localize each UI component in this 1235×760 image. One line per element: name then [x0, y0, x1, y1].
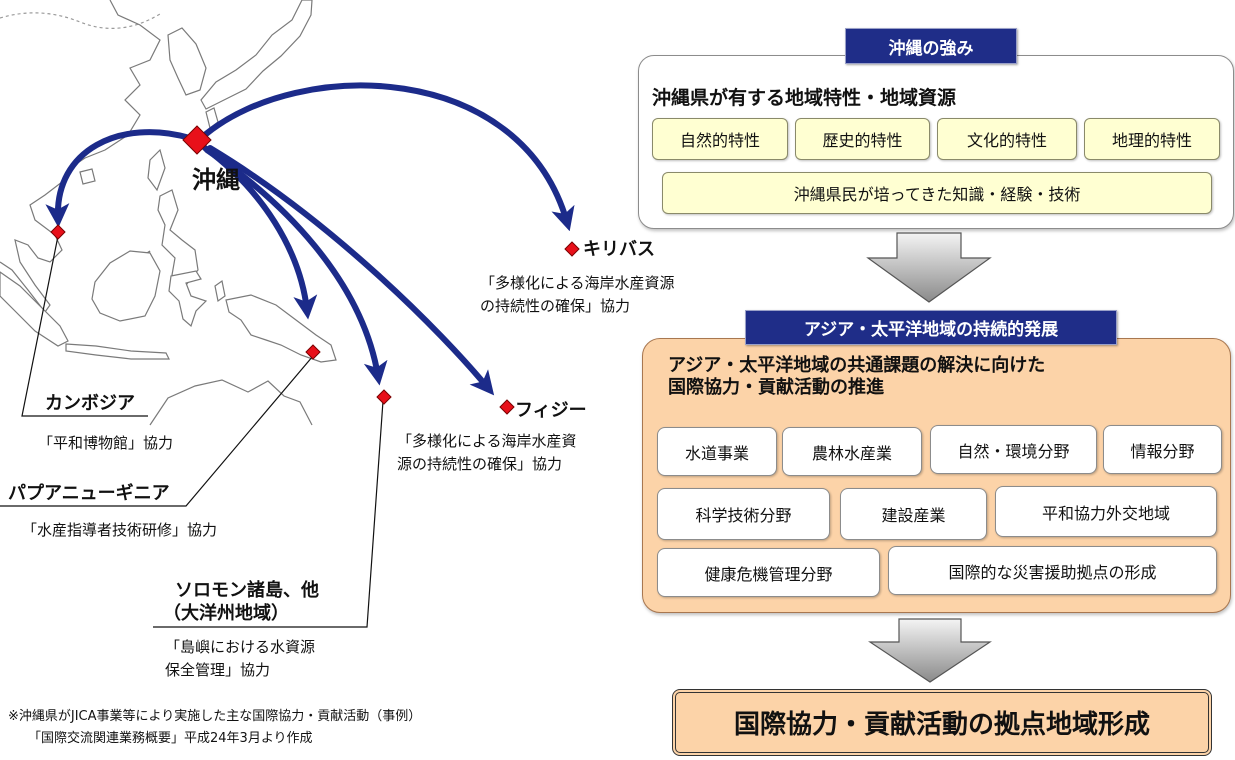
field-box: 農林水産業 [782, 427, 922, 476]
australia-coast [149, 379, 313, 426]
png-marker [305, 344, 321, 360]
coastlines [0, 0, 337, 426]
kiribati-name: キリバス [583, 239, 655, 260]
field-box: 建設産業 [840, 488, 987, 540]
kiribati-description: 「多様化による海岸水産資源 の持続性の確保」協力 [480, 272, 675, 318]
strength-item: 地理的特性 [1084, 118, 1220, 160]
border-dashed-line [0, 12, 161, 29]
arrow-to-solomon [204, 147, 388, 386]
korea-peninsula [167, 27, 207, 96]
solomon-desc-line: 「島嶼における水資源 [165, 638, 316, 656]
solomon-name: ソロモン諸島、他 （大洋州地域） [163, 579, 319, 625]
footnote-line: ※沖縄県がJICA事業等により実施した主な国際協力・貢献活動（事例） [8, 709, 422, 724]
fiji-marker [499, 399, 515, 415]
field-box: 自然・環境分野 [930, 425, 1097, 474]
footnote-line: 「国際交流関連業務概要」平成24年3月より作成 [28, 731, 313, 746]
solomon-name-line: ソロモン諸島、他 [175, 580, 319, 601]
arrow-to-cambodia [45, 129, 193, 228]
field-box: 平和協力外交地域 [995, 486, 1217, 537]
fiji-desc-line: 源の持続性の確保」協力 [397, 455, 563, 473]
development-heading: アジア・太平洋地域の共通課題の解決に向けた 国際協力・貢献活動の推進 [668, 355, 1045, 399]
solomon-leader-line [153, 400, 384, 628]
png-description: 「水産指導者技術研修」協力 [22, 519, 217, 542]
cambodia-desc-line: 「平和博物館」協力 [38, 434, 174, 452]
field-box: 科学技術分野 [657, 488, 830, 540]
solomon-desc-line: 保全管理」協力 [165, 661, 271, 679]
down-arrow-icon [866, 232, 992, 303]
okinawa-marker [182, 125, 212, 155]
cambodia-marker [50, 224, 66, 240]
development-title: アジア・太平洋地域の持続的発展 [745, 310, 1117, 345]
leader-lines [0, 235, 384, 628]
png-leader-line [0, 355, 314, 507]
strengths-heading: 沖縄県が有する地域特性・地域資源 [652, 87, 957, 109]
fiji-description: 「多様化による海岸水産資 源の持続性の確保」協力 [397, 430, 577, 476]
asia-pacific-map [0, 0, 580, 628]
sulawesi-island [168, 270, 208, 328]
fiji-name: フィジー [515, 400, 587, 421]
field-box: 水道事業 [657, 427, 777, 476]
strength-item: 文化的特性 [937, 118, 1077, 160]
taiwan-island [147, 148, 166, 192]
hainan-island [79, 168, 96, 185]
strengths-title: 沖縄の強み [845, 28, 1017, 64]
mainland-coast [0, 0, 161, 314]
arrow-to-kiribati [203, 82, 575, 232]
fiji-desc-line: 「多様化による海岸水産資 [397, 432, 577, 450]
strength-item: 歴史的特性 [795, 118, 930, 160]
footnote: ※沖縄県がJICA事業等により実施した主な国際協力・貢献活動（事例） 「国際交流… [8, 706, 421, 750]
philippines-islands [157, 189, 199, 286]
png-desc-line: 「水産指導者技術研修」協力 [22, 521, 218, 539]
java-island [65, 343, 170, 360]
arrow-to-fiji [207, 145, 495, 396]
field-box: 情報分野 [1103, 425, 1222, 474]
kiribati-desc-line: の持続性の確保」協力 [480, 297, 631, 315]
okinawa-label: 沖縄 [192, 166, 240, 194]
field-box: 国際的な災害援助拠点の形成 [888, 546, 1217, 595]
borneo-island [91, 250, 161, 322]
new-guinea-island [225, 294, 337, 363]
cooperation-arrows [45, 82, 575, 396]
cambodia-leader-line [21, 235, 148, 417]
strength-item: 自然的特性 [652, 118, 788, 160]
kiribati-desc-line: 「多様化による海岸水産資源 [480, 274, 675, 292]
png-name: パプアニューギニア [8, 483, 170, 504]
strength-wide-item: 沖縄県民が培ってきた知識・経験・技術 [662, 172, 1212, 214]
japan-islands [200, 0, 313, 110]
development-heading-line: 国際協力・貢献活動の推進 [668, 377, 884, 398]
cambodia-name: カンボジア [45, 393, 135, 414]
cambodia-description: 「平和博物館」協力 [38, 432, 173, 455]
location-markers [50, 125, 580, 415]
kiribati-marker [564, 241, 580, 257]
field-box: 健康危機管理分野 [657, 548, 880, 597]
development-heading-line: アジア・太平洋地域の共通課題の解決に向けた [668, 355, 1046, 376]
solomon-description: 「島嶼における水資源 保全管理」協力 [165, 636, 315, 682]
solomon-marker [376, 389, 392, 405]
goal-box: 国際協力・貢献活動の拠点地域形成 [672, 689, 1212, 756]
down-arrow-icon [868, 618, 992, 683]
sumatra-island [0, 271, 69, 347]
solomon-name-line: （大洋州地域） [163, 603, 289, 624]
maluku-island [214, 279, 226, 303]
